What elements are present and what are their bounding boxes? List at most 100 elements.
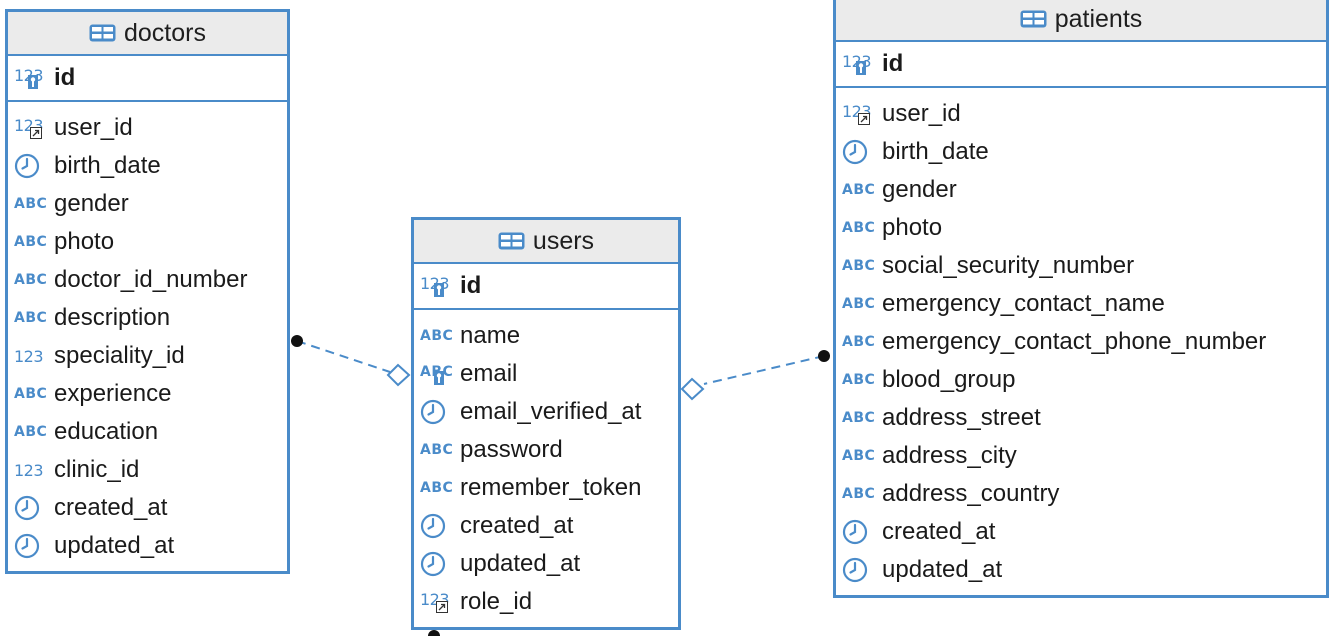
text-type-icon: ABC bbox=[842, 410, 876, 426]
text-type-icon: ABC bbox=[14, 196, 48, 212]
clock-icon bbox=[420, 513, 446, 539]
clock-icon bbox=[842, 139, 868, 165]
column-name: email bbox=[460, 360, 518, 387]
column-row[interactable]: updated_at bbox=[836, 551, 1326, 589]
column-name: remember_token bbox=[460, 474, 642, 501]
text-type-icon: ABC bbox=[842, 448, 876, 464]
relation-doctors-users[interactable] bbox=[296, 340, 391, 373]
column-row[interactable]: 123 speciality_id bbox=[8, 337, 287, 375]
column-row[interactable]: updated_at bbox=[414, 545, 678, 583]
primary-key-row[interactable]: 123id bbox=[414, 264, 678, 310]
table-header[interactable]: users bbox=[414, 220, 678, 264]
text-type-icon: ABC bbox=[842, 334, 876, 350]
text-type-icon: ABC bbox=[420, 442, 454, 458]
column-row[interactable]: created_at bbox=[414, 507, 678, 545]
column-row[interactable]: created_at bbox=[8, 489, 287, 527]
column-name: id bbox=[54, 64, 76, 91]
relation-end-dot bbox=[818, 350, 830, 362]
text-type-icon: ABC bbox=[420, 480, 454, 496]
column-row[interactable]: ABC doctor_id_number bbox=[8, 261, 287, 299]
column-row[interactable]: email_verified_at bbox=[414, 393, 678, 431]
text-type-icon: ABC bbox=[842, 486, 876, 502]
text-type-icon: ABC bbox=[14, 272, 48, 288]
column-row[interactable]: ABC description bbox=[8, 299, 287, 337]
column-name: name bbox=[460, 322, 521, 349]
column-name: created_at bbox=[882, 518, 996, 545]
column-name: description bbox=[54, 304, 171, 331]
column-name: updated_at bbox=[882, 556, 1003, 583]
table-users[interactable]: users 123id ABCnameABCemailemail_verifie… bbox=[411, 217, 681, 630]
text-type-icon: ABC bbox=[420, 328, 454, 344]
column-row[interactable]: ABC name bbox=[414, 317, 678, 355]
primary-key-row[interactable]: 123 id bbox=[8, 56, 287, 102]
clock-icon bbox=[14, 533, 40, 559]
column-name: birth_date bbox=[882, 138, 989, 165]
table-title: patients bbox=[1054, 4, 1143, 33]
table-icon bbox=[498, 232, 533, 250]
column-name: created_at bbox=[54, 494, 168, 521]
column-name: password bbox=[460, 436, 563, 463]
column-row[interactable]: updated_at bbox=[8, 527, 287, 565]
unique-text-icon: ABC bbox=[420, 362, 453, 386]
clock-icon bbox=[420, 399, 446, 425]
column-name: birth_date bbox=[54, 152, 161, 179]
column-row[interactable]: 123 clinic_id bbox=[8, 451, 287, 489]
column-row[interactable]: ABC address_city bbox=[836, 437, 1326, 475]
column-row[interactable]: birth_date bbox=[8, 147, 287, 185]
column-name: experience bbox=[54, 380, 172, 407]
table-header[interactable]: patients bbox=[836, 0, 1326, 42]
column-name: created_at bbox=[460, 512, 574, 539]
foreign-key-icon: 123 bbox=[842, 102, 872, 126]
number-type-icon: 123 bbox=[14, 346, 44, 366]
column-name: speciality_id bbox=[54, 342, 185, 369]
column-name: clinic_id bbox=[54, 456, 140, 483]
column-name: gender bbox=[54, 190, 129, 217]
text-type-icon: ABC bbox=[14, 310, 48, 326]
column-name: address_city bbox=[882, 442, 1017, 469]
primary-key-icon: 123 bbox=[842, 52, 872, 76]
column-name: photo bbox=[54, 228, 115, 255]
table-header[interactable]: doctors bbox=[8, 12, 287, 56]
text-type-icon: ABC bbox=[842, 372, 876, 388]
column-name: id bbox=[460, 272, 482, 299]
column-name: updated_at bbox=[460, 550, 581, 577]
primary-key-row[interactable]: 123 id bbox=[836, 42, 1326, 88]
column-row[interactable]: birth_date bbox=[836, 133, 1326, 171]
column-name: blood_group bbox=[882, 366, 1016, 393]
column-name: id bbox=[882, 50, 904, 77]
relation-end-diamond bbox=[680, 377, 705, 401]
relation-end-diamond bbox=[386, 363, 411, 387]
column-row[interactable]: ABC password bbox=[414, 431, 678, 469]
column-row[interactable]: ABC blood_group bbox=[836, 361, 1326, 399]
column-row[interactable]: ABC gender bbox=[8, 185, 287, 223]
column-row[interactable]: created_at bbox=[836, 513, 1326, 551]
clock-icon bbox=[842, 519, 868, 545]
primary-key-icon: 123 bbox=[14, 66, 44, 90]
column-row[interactable]: ABC remember_token bbox=[414, 469, 678, 507]
column-name: email_verified_at bbox=[460, 398, 642, 425]
text-type-icon: ABC bbox=[842, 296, 876, 312]
clock-icon bbox=[14, 153, 40, 179]
column-row[interactable]: ABC email bbox=[414, 355, 678, 393]
column-name: doctor_id_number bbox=[54, 266, 248, 293]
number-type-icon: 123 bbox=[14, 460, 44, 480]
relation-end-dot bbox=[428, 630, 440, 636]
relation-patients-users[interactable] bbox=[703, 355, 825, 385]
